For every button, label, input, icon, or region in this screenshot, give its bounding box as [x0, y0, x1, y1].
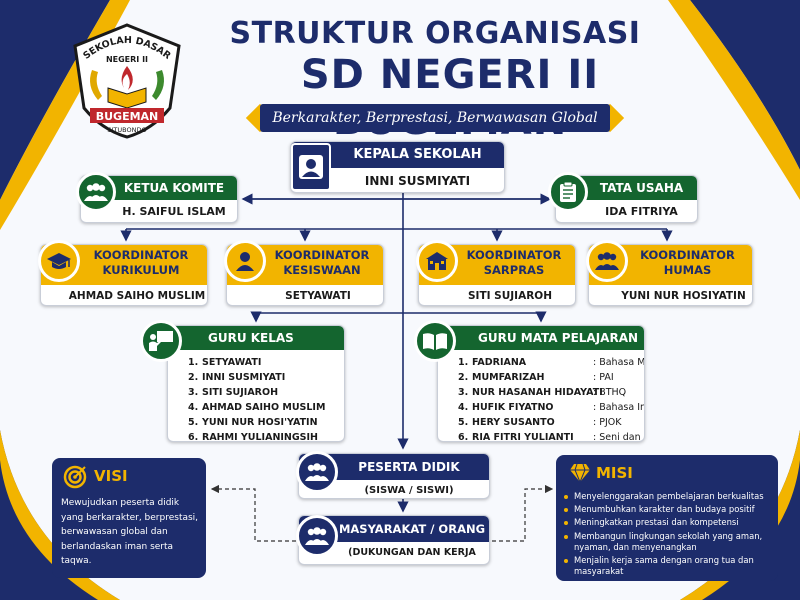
- school-building-icon: [416, 240, 458, 282]
- list-item: 3.NUR HASANAH HIDAYATI: BTHQ: [458, 387, 627, 398]
- person-name: IDA FITRIYA: [605, 205, 678, 218]
- list-item: 6.RIA FITRI YULIANTI: Seni dan Budaya: [458, 432, 644, 442]
- person-name: H. SAIFUL ISLAM: [122, 205, 226, 218]
- group-icon: [586, 240, 628, 282]
- person-name: SITI SUJIAROH: [467, 290, 553, 302]
- open-book-icon: [414, 320, 456, 362]
- list-item: 5.YUNI NUR HOSI'YATIN: [188, 417, 318, 428]
- person-name: SETYAWATI: [285, 290, 351, 302]
- misi-title: MISI: [596, 464, 633, 482]
- list-item: 5.HERY SUSANTO: PJOK: [458, 417, 622, 428]
- misi-list: Menyelenggarakan pembelajaran berkualita…: [564, 491, 772, 579]
- list-item: 3.SITI SUJIAROH: [188, 387, 279, 398]
- person-name: YUNI NUR HOSIYATIN: [621, 290, 746, 302]
- list-item: 4.HUFIK FIYATNO: Bahasa Inggris: [458, 402, 644, 413]
- group-icon: [296, 451, 338, 493]
- visi-text: Mewujudkan peserta didik yang berkarakte…: [61, 498, 199, 566]
- person-name: INNI SUSMIYATI: [364, 174, 471, 188]
- node-guru-mata-pelajaran: GURU MATA PELAJARAN 1.FADRIANA: Bahasa M…: [437, 325, 645, 442]
- logo-bottom-text: SITUBONDO: [107, 126, 146, 134]
- node-guru-kelas: GURU KELAS 1.SETYAWATI 2.INNI SUSMIYATI …: [167, 325, 345, 442]
- person-icon: [224, 240, 266, 282]
- school-logo: SEKOLAH DASAR NEGERI II BUGEMAN SITUBOND…: [73, 23, 181, 139]
- logo-mid-text: NEGERI II: [106, 55, 148, 64]
- visi-title: VISI: [94, 467, 128, 485]
- person-icon: [291, 143, 331, 191]
- teacher-list: 1.SETYAWATI 2.INNI SUSMIYATI 3.SITI SUJI…: [168, 350, 344, 442]
- description-label: (DUKUNGAN DAN KERJA SAMA): [348, 547, 476, 558]
- teacher-list: 1.FADRIANA: Bahasa Madura 2.MUMFARIZAH: …: [438, 350, 645, 442]
- logo-band-text: BUGEMAN: [96, 110, 159, 123]
- graduation-cap-icon: [38, 240, 80, 282]
- group-icon: [76, 172, 116, 212]
- list-item: 1.FADRIANA: Bahasa Madura: [458, 357, 645, 368]
- group-icon: [296, 515, 338, 557]
- teacher-board-icon: [140, 320, 182, 362]
- list-item: Membangun lingkungan sekolah yang aman, …: [564, 531, 772, 553]
- list-item: Menyelenggarakan pembelajaran berkualita…: [564, 491, 772, 502]
- person-name: AHMAD SAIHO MUSLIM: [68, 290, 206, 302]
- list-item: 2.INNI SUSMIYATI: [188, 372, 286, 383]
- list-item: Menjalin kerja sama dengan orang tua dan…: [564, 555, 772, 577]
- visi-panel: VISI Mewujudkan peserta didik yang berka…: [52, 458, 206, 578]
- group-title: GURU KELAS: [168, 326, 344, 350]
- tagline: Berkarakter, Berprestasi, Berwawasan Glo…: [260, 104, 610, 132]
- list-item: 2.MUMFARIZAH: PAI: [458, 372, 614, 383]
- diamond-icon: [568, 461, 592, 485]
- page-title-line1: STRUKTUR ORGANISASI: [229, 16, 641, 51]
- list-item: 1.SETYAWATI: [188, 357, 262, 368]
- list-item: 6.RAHMI YULIANINGSIH: [188, 432, 319, 442]
- target-icon: [62, 464, 88, 490]
- clipboard-icon: [548, 172, 588, 212]
- list-item: 4.AHMAD SAIHO MUSLIM: [188, 402, 326, 413]
- list-item: Meningkatkan prestasi dan kompetensi: [564, 517, 772, 528]
- misi-panel: MISI Menyelenggarakan pembelajaran berku…: [556, 455, 778, 581]
- description-label: (SISWA / SISWI): [364, 485, 454, 496]
- group-title: GURU MATA PELAJARAN: [438, 326, 644, 350]
- list-item: Menumbuhkan karakter dan budaya positif: [564, 504, 772, 515]
